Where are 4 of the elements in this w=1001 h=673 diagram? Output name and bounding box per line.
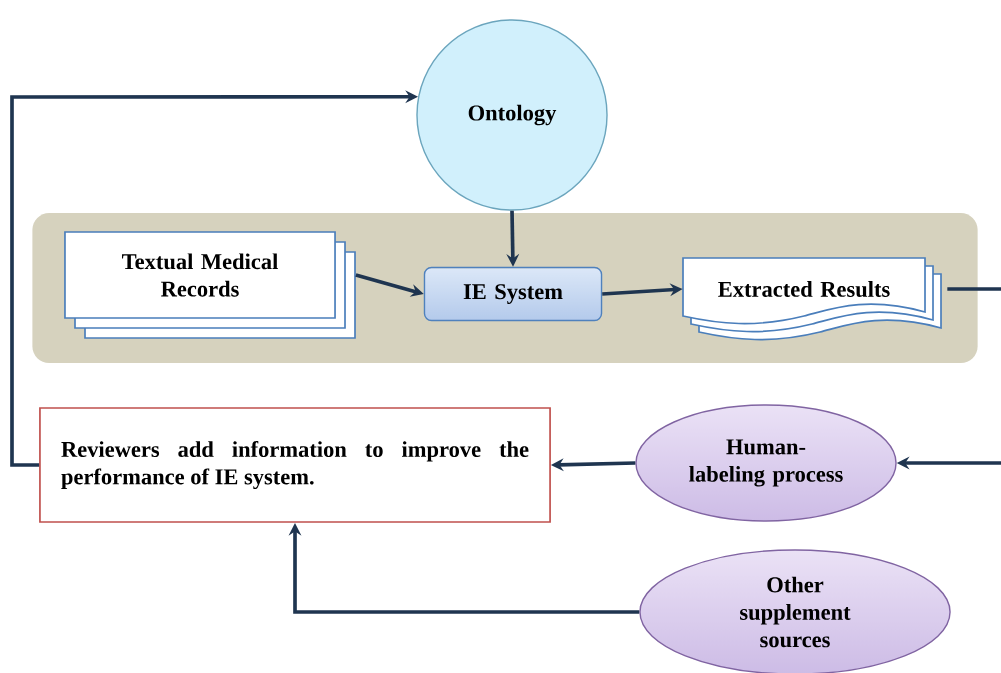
document-stack: Textual Medical Records [64,231,356,339]
document-stack: Extracted Results [682,257,942,341]
process-box: IE System [423,266,603,322]
process-box: Reviewers add information to improve the performance of IE system. [39,407,551,523]
